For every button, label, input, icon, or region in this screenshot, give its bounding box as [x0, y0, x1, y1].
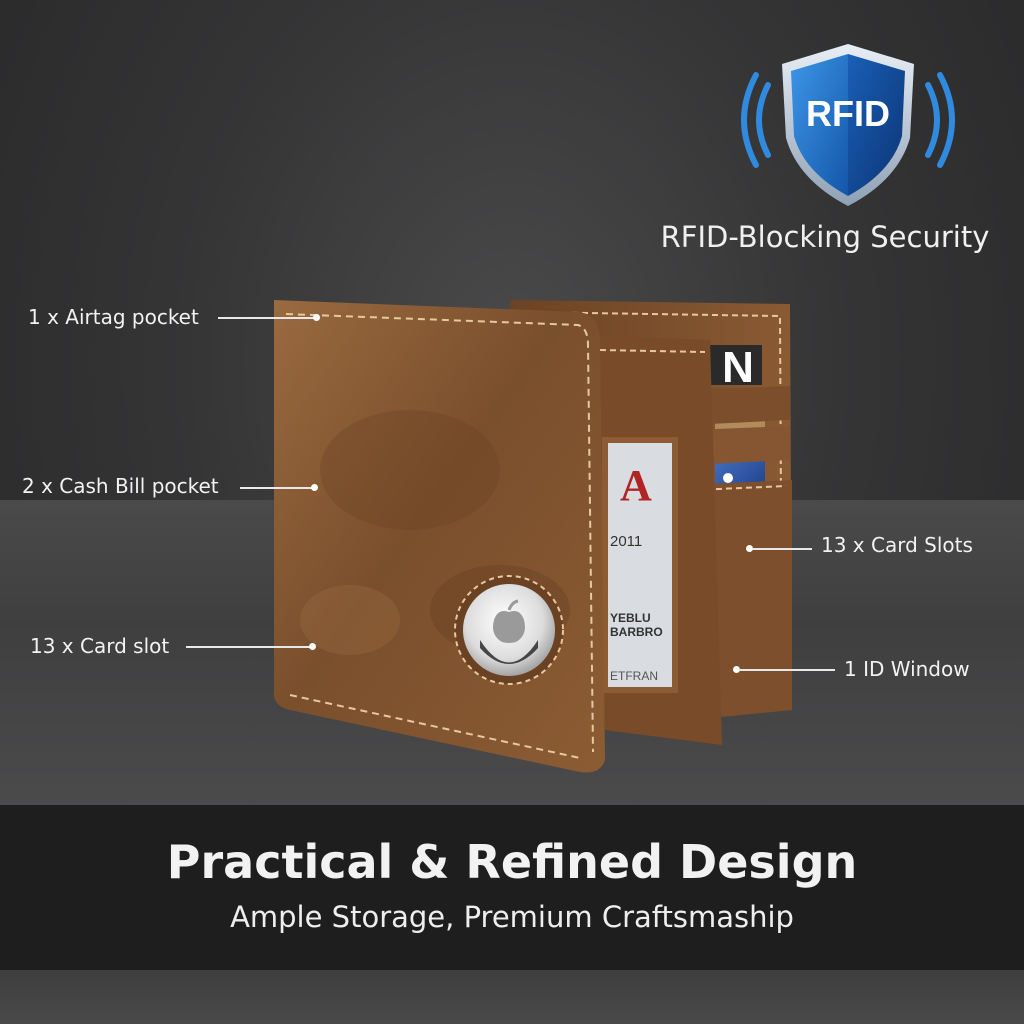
callout-card-slots: 13 x Card Slots: [821, 533, 973, 557]
rfid-text: RFID: [806, 93, 890, 134]
callout-card-slot: 13 x Card slot: [30, 634, 170, 658]
callout-id-window-line: [739, 669, 835, 671]
banner-headline: Practical & Refined Design: [166, 835, 858, 889]
id-card-line1: 2011: [610, 533, 642, 550]
callout-card-slots-dot: [746, 545, 753, 552]
id-card-line4: ETFRAN: [610, 669, 658, 683]
callout-airtag-dot: [313, 314, 320, 321]
id-card-line3: BARBRO: [610, 625, 663, 639]
banner-band: [0, 805, 1024, 970]
rfid-caption: RFID-Blocking Security: [660, 220, 990, 254]
callout-airtag-line: [218, 317, 316, 319]
callout-cash-line: [240, 487, 314, 489]
rfid-shield-icon: RFID: [741, 44, 955, 206]
callout-airtag-pocket: 1 x Airtag pocket: [28, 305, 199, 329]
callout-cash-dot: [311, 484, 318, 491]
callout-card-slot-line: [186, 646, 312, 648]
id-card-letter: A: [620, 461, 652, 510]
banner-subline: Ample Storage, Premium Craftsmaship: [230, 900, 794, 934]
callout-id-window: 1 ID Window: [844, 657, 970, 681]
callout-cash-pocket: 2 x Cash Bill pocket: [22, 474, 219, 498]
bottom-floor-strip: [0, 970, 1024, 1024]
callout-id-window-dot: [733, 666, 740, 673]
wallet-image: N A 2011 YEBLU BARBRO ETFRAN: [260, 290, 800, 790]
callout-card-slot-dot: [309, 643, 316, 650]
card-logo-text: N: [722, 343, 754, 392]
callout-card-slots-line: [752, 548, 812, 550]
rfid-badge: RFID: [738, 40, 958, 215]
id-card-line2: YEBLU: [610, 611, 651, 625]
